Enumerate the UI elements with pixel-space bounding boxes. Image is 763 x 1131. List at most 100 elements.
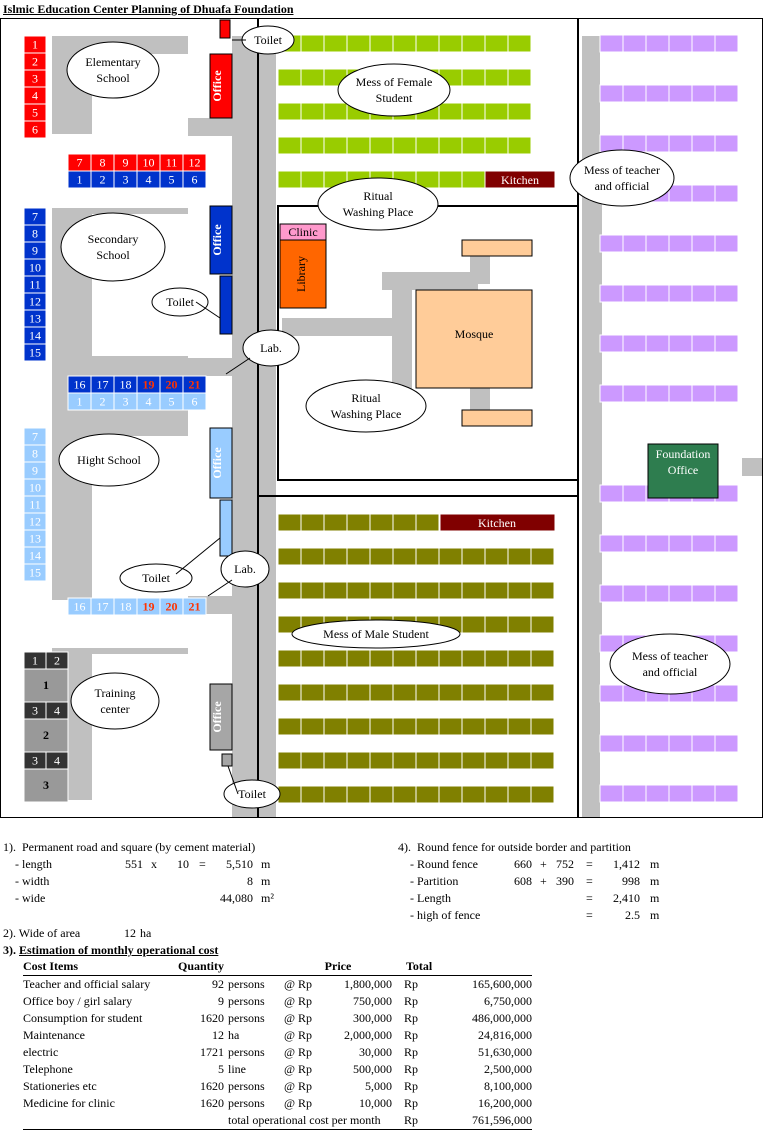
- training-hall: [23, 768, 69, 803]
- classroom-secondary-label: 4: [146, 173, 152, 187]
- training-room-label: 3: [32, 754, 38, 768]
- classroom-high-label: 3: [123, 395, 129, 409]
- male-mess-room: [530, 683, 555, 702]
- male-mess-room: [507, 649, 532, 668]
- lab-label: Lab.: [220, 550, 270, 588]
- teacher-mess-room: [645, 734, 670, 753]
- cost-price: 1,800,000: [344, 977, 392, 991]
- female-mess-room: [323, 136, 348, 155]
- male-mess-room: [484, 785, 509, 804]
- road-connector: [188, 358, 252, 376]
- male-mess-room: [415, 785, 440, 804]
- cost-item: Consumption for student: [23, 1011, 143, 1025]
- cost-rp: Rp: [403, 1011, 418, 1025]
- training-hall: [23, 718, 69, 753]
- ritual-label-text: Washing Place: [343, 205, 414, 219]
- male-mess-room: [461, 683, 486, 702]
- cost-qty: 1620: [200, 1096, 224, 1110]
- note-eq: =: [199, 857, 206, 871]
- male-mess-room: [484, 615, 509, 634]
- teacher-mess-room: [691, 734, 716, 753]
- cost-price: 2,000,000: [344, 1028, 392, 1042]
- classroom-high-label: 4: [146, 395, 152, 409]
- mess-female-label-text: Student: [376, 91, 413, 105]
- note-eq: =: [586, 874, 593, 888]
- female-mess-room: [415, 34, 440, 53]
- male-mess-room: [346, 717, 371, 736]
- classroom-secondary-label: 17: [97, 378, 109, 392]
- male-mess-room: [323, 547, 348, 566]
- note-label: - Length: [410, 891, 451, 905]
- female-mess-room: [507, 136, 532, 155]
- teacher-mess-room: [622, 134, 647, 153]
- teacher-mess-room: [599, 284, 624, 303]
- classroom-secondary-label: 12: [29, 295, 41, 309]
- training-room-label: 2: [54, 654, 60, 668]
- male-mess-room: [530, 649, 555, 668]
- male-mess-room: [277, 717, 302, 736]
- male-mess-room: [484, 547, 509, 566]
- classroom-secondary-label: 14: [29, 329, 41, 343]
- mess-teacher-label-shape: [609, 633, 731, 695]
- cost-rp: Rp: [403, 994, 418, 1008]
- toilet-block: [219, 499, 233, 557]
- classroom-secondary-label: 3: [123, 173, 129, 187]
- male-mess-room: [507, 785, 532, 804]
- male-mess-room: [277, 683, 302, 702]
- cost-total-rp: Rp: [392, 1112, 422, 1130]
- teacher-mess-room: [645, 84, 670, 103]
- female-mess-room: [484, 136, 509, 155]
- toilet-label: Toilet: [119, 563, 193, 593]
- classroom-elementary: [23, 120, 47, 139]
- cost-unit: persons: [228, 1096, 265, 1110]
- teacher-mess-room: [714, 184, 739, 203]
- male-mess-room: [277, 785, 302, 804]
- mid-road: [254, 36, 276, 506]
- teacher-mess-room: [599, 334, 624, 353]
- cost-at: @ Rp: [284, 1079, 313, 1093]
- male-mess-room: [438, 785, 463, 804]
- teacher-mess-room: [645, 584, 670, 603]
- teacher-mess-room: [622, 84, 647, 103]
- male-mess-room: [300, 547, 325, 566]
- note-unit: m: [650, 857, 660, 871]
- note-label: - length: [15, 857, 52, 871]
- fence-heading: 4). Round fence for outside border and p…: [398, 840, 631, 854]
- cost-unit: persons: [228, 1079, 265, 1093]
- teacher-mess-room: [714, 534, 739, 553]
- teacher-mess-room: [668, 34, 693, 53]
- male-mess-room: [484, 581, 509, 600]
- ritual-label-text: Ritual: [351, 391, 381, 405]
- clinic-label: Clinic: [288, 225, 317, 239]
- toilet-label: Toilet: [241, 25, 295, 55]
- cost-qty: 1620: [200, 1011, 224, 1025]
- teacher-mess-room: [668, 284, 693, 303]
- male-mess-room: [277, 751, 302, 770]
- teacher-mess-room: [622, 34, 647, 53]
- road-connector: [188, 118, 252, 136]
- female-mess-room: [300, 34, 325, 53]
- male-mess-room: [484, 751, 509, 770]
- ritual-washing: [461, 409, 533, 427]
- classroom-high-label: 8: [32, 447, 38, 461]
- male-mess-room: [438, 581, 463, 600]
- male-mess-room: [507, 717, 532, 736]
- toilet-block: [219, 19, 231, 39]
- male-mess-room: [415, 683, 440, 702]
- classroom-secondary-label: 15: [29, 346, 41, 360]
- cost-item: electric: [23, 1045, 59, 1059]
- teacher-mess-room: [714, 284, 739, 303]
- right-road: [582, 138, 602, 638]
- teacher-mess-room: [645, 534, 670, 553]
- training-label-shape: [70, 672, 160, 730]
- classroom-high-label: 12: [29, 515, 41, 529]
- male-mess-room: [300, 581, 325, 600]
- cost-total: 2,500,000: [484, 1062, 532, 1076]
- classroom-high-label: 15: [29, 566, 41, 580]
- female-mess-room: [484, 34, 509, 53]
- training-room-label: 1: [32, 654, 38, 668]
